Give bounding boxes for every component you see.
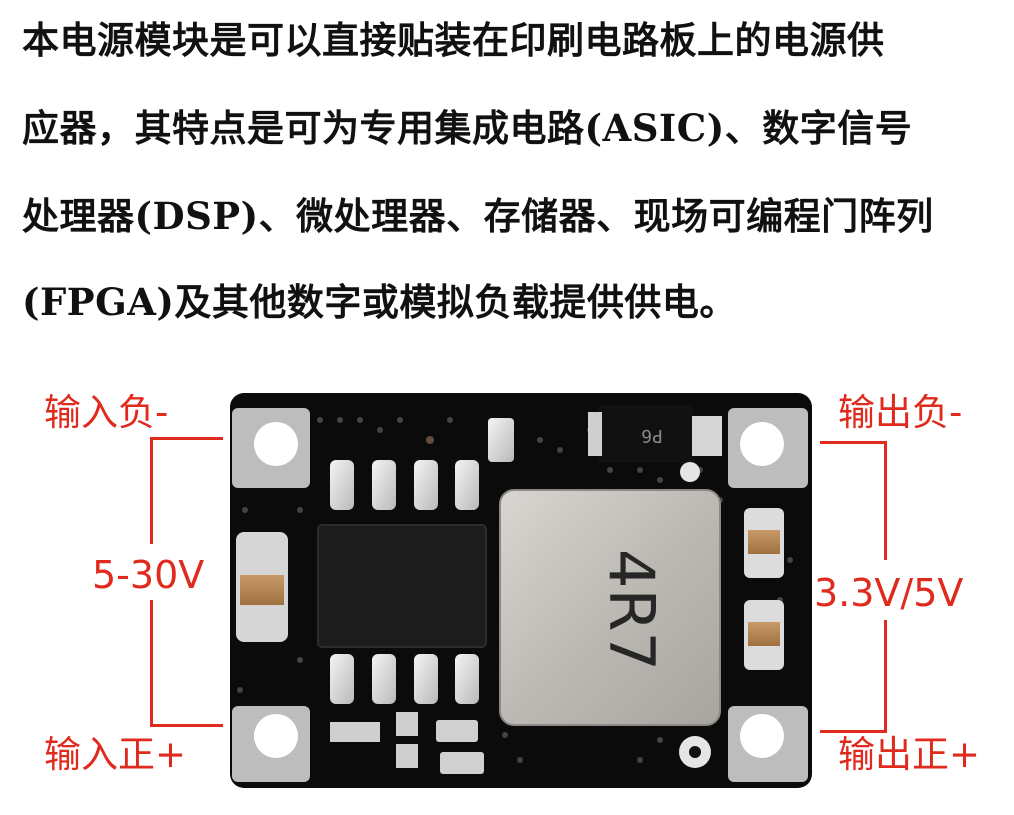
input-bracket-bottom <box>150 600 223 727</box>
label-output-voltage: 3.3V/5V <box>814 571 964 615</box>
description-line-3: 处理器(DSP)、微处理器、存储器、现场可编程门阵列 <box>22 194 934 238</box>
output-bracket-bottom <box>820 620 887 733</box>
input-bracket-top <box>150 437 223 544</box>
label-input-negative: 输入负- <box>44 391 169 434</box>
inductor-marking: 4R7 <box>595 549 668 671</box>
label-output-positive: 输出正+ <box>838 733 981 776</box>
description-line-2: 应器，其特点是可为专用集成电路(ASIC)、数字信号 <box>22 106 913 150</box>
corner-pads <box>232 408 808 782</box>
ic-chip <box>317 460 487 704</box>
output-capacitors <box>744 508 784 670</box>
label-input-voltage: 5-30V <box>92 553 205 597</box>
bottom-small-parts <box>330 462 711 774</box>
diode-marking: P6 <box>641 425 663 446</box>
description-line-4: (FPGA)及其他数字或模拟负载提供供电。 <box>22 280 737 324</box>
description-line-1: 本电源模块是可以直接贴装在印刷电路板上的电源供 <box>22 18 885 62</box>
label-output-negative: 输出负- <box>838 391 963 434</box>
inductor: 4R7 <box>499 489 721 726</box>
label-input-positive: 输入正+ <box>44 733 187 776</box>
pcb-vias <box>237 417 793 763</box>
diode: P6 <box>588 405 722 463</box>
top-small-capacitor <box>488 418 514 462</box>
input-capacitor <box>236 532 288 642</box>
pcb-board <box>230 393 812 788</box>
output-bracket-top <box>820 441 887 560</box>
